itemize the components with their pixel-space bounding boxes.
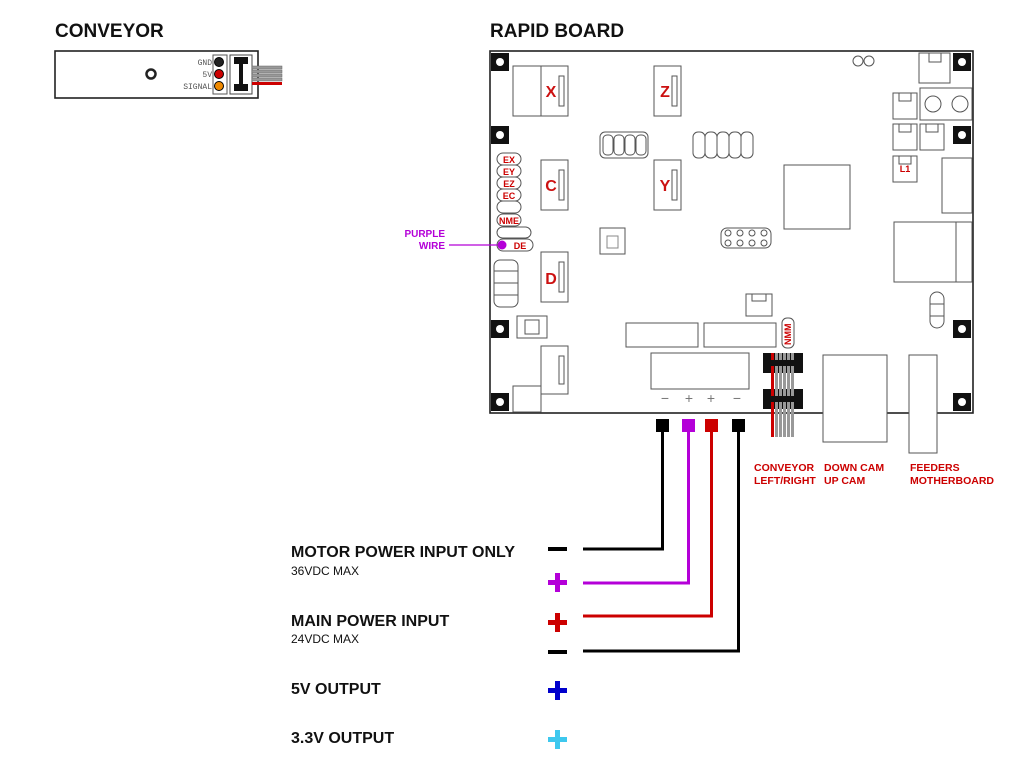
connector-x-label: X bbox=[546, 84, 557, 101]
port-feeders-line1: FEEDERS bbox=[910, 462, 960, 474]
l1-label: L1 bbox=[900, 164, 911, 174]
legend-5v-title: 5V OUTPUT bbox=[291, 681, 381, 698]
header-4pin-a bbox=[599, 131, 649, 159]
header-5pin bbox=[692, 131, 754, 159]
terminal-motor-neg bbox=[656, 419, 669, 432]
plus-icon-red bbox=[548, 613, 567, 632]
power-sign-2: + bbox=[685, 390, 693, 406]
port-feeders-line2: MOTHERBOARD bbox=[910, 475, 994, 487]
rapid-board: X Z C Y D bbox=[404, 50, 974, 454]
port-conveyor-line1: CONVEYOR bbox=[754, 462, 815, 474]
plus-icon-purple bbox=[548, 573, 567, 592]
legend-motor-sub: 36VDC MAX bbox=[291, 564, 359, 578]
terminal-motor-pos bbox=[682, 419, 695, 432]
connector-c-label: C bbox=[545, 178, 557, 195]
endstop-ex-label: EX bbox=[503, 155, 515, 165]
legend: MOTOR POWER INPUT ONLY 36VDC MAX MAIN PO… bbox=[291, 544, 567, 749]
legend-motor-title: MOTOR POWER INPUT ONLY bbox=[291, 544, 515, 561]
nmm-header bbox=[781, 317, 795, 349]
nme-label: NME bbox=[499, 216, 519, 226]
connector-z bbox=[653, 65, 682, 117]
spare-header bbox=[496, 226, 532, 239]
gnd-pin-dot bbox=[214, 57, 224, 67]
conveyor-pin-gnd: GND bbox=[198, 59, 213, 68]
connector-y-label: Y bbox=[660, 178, 671, 195]
swd-pads bbox=[720, 227, 772, 249]
legend-main-title: MAIN POWER INPUT bbox=[291, 613, 449, 630]
wire-main-positive bbox=[583, 432, 713, 618]
nme-header bbox=[496, 213, 522, 227]
power-sign-4: − bbox=[733, 390, 741, 406]
connector-d bbox=[540, 251, 569, 303]
purple-wire-label-1: PURPLE bbox=[404, 229, 445, 240]
terminal-main-neg bbox=[732, 419, 745, 432]
terminal-main-pos bbox=[705, 419, 718, 432]
wire-motor-positive bbox=[583, 432, 690, 585]
power-sign-1: − bbox=[661, 390, 669, 406]
5v-pin-dot bbox=[214, 69, 224, 79]
mount-hole bbox=[145, 68, 157, 80]
connector-c bbox=[540, 159, 569, 211]
endstop-ez-label: EZ bbox=[503, 179, 515, 189]
cam-ports bbox=[822, 354, 888, 443]
wire-main-negative bbox=[583, 432, 740, 653]
minus-icon bbox=[548, 650, 567, 654]
conveyor-board: GND 5V SIGNAL bbox=[54, 50, 283, 99]
endstop-ey-label: EY bbox=[503, 167, 515, 177]
conveyor-title: CONVEYOR bbox=[55, 21, 164, 42]
bottom-left-connector bbox=[512, 345, 569, 413]
endstop-headers bbox=[496, 152, 522, 214]
endstop-ec-label: EC bbox=[503, 191, 516, 201]
lower-middle-parts bbox=[625, 293, 777, 390]
connector-d-label: D bbox=[545, 271, 557, 288]
connector-x bbox=[512, 65, 569, 117]
port-cam-line1: DOWN CAM bbox=[824, 462, 884, 474]
feeder-port bbox=[908, 354, 938, 454]
conveyor-pin-5v: 5V bbox=[202, 71, 212, 80]
plus-icon-blue bbox=[548, 681, 567, 700]
left-header-block bbox=[493, 259, 519, 308]
connector-z-label: Z bbox=[660, 84, 670, 101]
signal-pin-dot bbox=[214, 81, 224, 91]
purple-wire-label-2: WIRE bbox=[419, 241, 445, 252]
nmm-label: NMM bbox=[783, 324, 793, 346]
mounting-holes bbox=[491, 53, 971, 411]
wire-motor-negative bbox=[583, 432, 664, 551]
connector-y bbox=[653, 159, 682, 211]
power-wires bbox=[583, 419, 745, 653]
plus-icon-cyan bbox=[548, 730, 567, 749]
port-cam-line2: UP CAM bbox=[824, 475, 865, 487]
legend-main-sub: 24VDC MAX bbox=[291, 632, 359, 646]
board-title: RAPID BOARD bbox=[490, 21, 624, 42]
de-label: DE bbox=[514, 241, 527, 251]
conveyor-pin-signal: SIGNAL bbox=[183, 83, 212, 92]
conveyor-ribbon-connector bbox=[763, 353, 803, 437]
port-conveyor-line2: LEFT/RIGHT bbox=[754, 475, 816, 487]
mcu-chip bbox=[783, 164, 851, 230]
legend-3v3-title: 3.3V OUTPUT bbox=[291, 730, 394, 747]
top-right-parts bbox=[852, 52, 973, 329]
minus-icon bbox=[548, 547, 567, 551]
power-sign-3: + bbox=[707, 390, 715, 406]
de-purple-pin bbox=[497, 240, 507, 250]
